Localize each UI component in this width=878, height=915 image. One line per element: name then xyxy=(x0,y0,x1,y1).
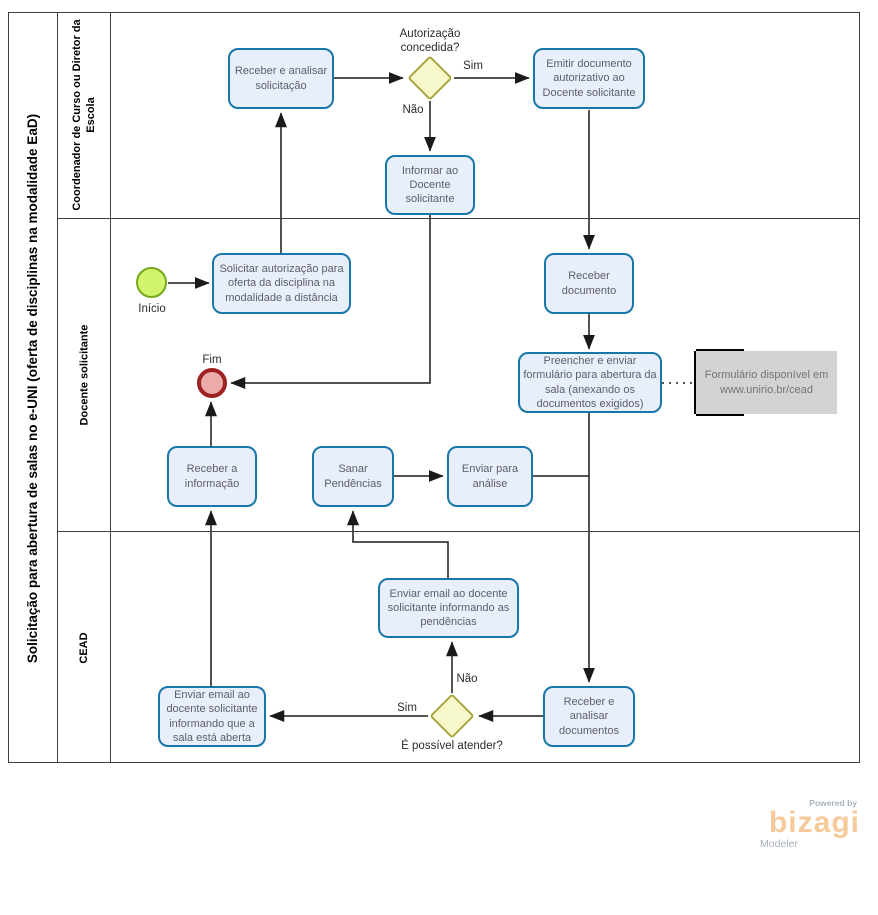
pool-border xyxy=(8,12,860,763)
start-event xyxy=(136,267,167,298)
gateway-atender-question: É possível atender? xyxy=(401,740,503,752)
text-annotation-formulario: Formulário disponível em www.unirio.br/c… xyxy=(694,349,837,416)
task-enviar-email-pendencias: Enviar email ao docente solicitante info… xyxy=(378,578,519,638)
modeler-label: Modeler xyxy=(760,838,798,850)
pool-title-separator xyxy=(57,12,58,763)
task-enviar-para-analise: Enviar para análise xyxy=(447,446,533,507)
task-emitir-documento: Emitir documento autorizativo ao Docente… xyxy=(533,48,645,109)
lane-label-separator xyxy=(110,12,111,763)
task-receber-informacao: Receber a informação xyxy=(167,446,257,507)
lane-label-docente: Docente solicitante xyxy=(78,324,91,426)
end-event-label: Fim xyxy=(202,354,222,366)
gateway-autorizacao-no-label: Não xyxy=(402,104,424,116)
lane-label-cead: CEAD xyxy=(77,632,90,664)
bizagi-wordmark: bizagi xyxy=(768,806,860,839)
gateway-autorizacao-yes-label: Sim xyxy=(463,60,483,72)
task-receber-documento: Receber documento xyxy=(544,253,634,314)
gateway-atender-yes-label: Sim xyxy=(397,702,417,714)
task-informar-docente: Informar ao Docente solicitante xyxy=(385,155,475,215)
start-event-label: Início xyxy=(138,303,166,315)
lane-divider-2 xyxy=(57,531,860,532)
gateway-autorizacao-question: Autorização concedida? xyxy=(399,28,461,55)
task-receber-analisar-documentos: Receber e analisar documentos xyxy=(543,686,635,747)
pool-title: Solicitação para abertura de salas no e-… xyxy=(25,113,40,664)
gateway-atender-no-label: Não xyxy=(456,673,478,685)
lane-label-coordenador: Coordenador de Curso ou Diretor da Escol… xyxy=(70,19,97,211)
task-solicitar-autorizacao: Solicitar autorização para oferta da dis… xyxy=(212,253,351,314)
task-preencher-enviar-formulario: Preencher e enviar formulário para abert… xyxy=(518,352,662,413)
powered-by-label: Powered by xyxy=(809,798,857,808)
end-event xyxy=(197,368,227,398)
task-receber-analisar-solicitacao: Receber e analisar solicitação xyxy=(228,48,334,109)
task-sanar-pendencias: Sanar Pendências xyxy=(312,446,394,507)
lane-divider-1 xyxy=(57,218,860,219)
bizagi-logo: Powered by bizagi Modeler xyxy=(760,798,860,850)
task-enviar-email-sala-aberta: Enviar email ao docente solicitante info… xyxy=(158,686,266,747)
